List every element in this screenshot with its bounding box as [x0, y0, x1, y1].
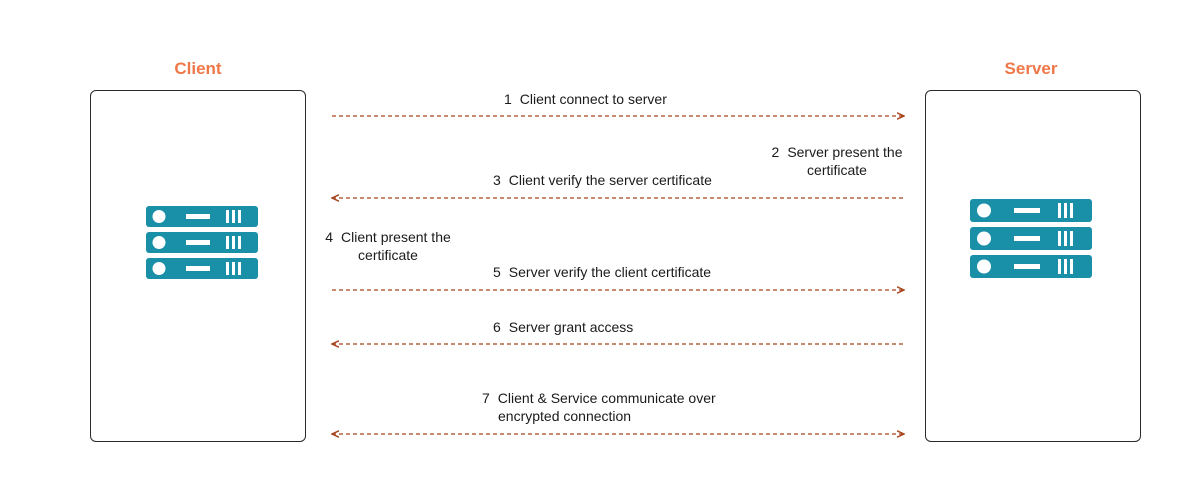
step-number: 1: [504, 91, 512, 107]
step-5-label: 5 Server verify the client certificate: [493, 263, 711, 281]
server-rack-icon: [970, 199, 1092, 278]
client-title: Client: [174, 59, 222, 78]
step-4-label: 4 Client present the certificate: [313, 228, 463, 264]
step-number: 3: [493, 172, 501, 188]
step-text: Client present the: [341, 229, 451, 245]
client-box: [90, 90, 306, 442]
step-number: 4: [325, 229, 334, 245]
step-text: Client verify the server certificate: [508, 172, 712, 188]
step-7-label: 7 Client & Service communicate over encry…: [482, 389, 716, 425]
server-title: Server: [1004, 59, 1058, 78]
step-number: 6: [493, 319, 501, 335]
step-text-line2: certificate: [358, 247, 418, 263]
step-text-line2: encrypted connection: [498, 408, 632, 424]
step-number: 7: [482, 390, 490, 406]
step-number: 2: [771, 144, 780, 160]
step-text: Server present the: [787, 144, 903, 160]
server-rack-icon: [146, 206, 258, 279]
step-text: Client & Service communicate over: [497, 390, 716, 406]
step-1-label: 1 Client connect to server: [504, 90, 667, 108]
step-text-line2: certificate: [807, 162, 867, 178]
step-3-label: 3 Client verify the server certificate: [493, 171, 712, 189]
step-text: Server verify the client certificate: [508, 264, 712, 280]
step-text: Server grant access: [508, 319, 634, 335]
step-number: 5: [493, 264, 501, 280]
step-2-label: 2 Server present the certificate: [762, 143, 912, 179]
step-text: Client connect to server: [519, 91, 667, 107]
server-box: [925, 90, 1141, 442]
step-6-label: 6 Server grant access: [493, 318, 633, 336]
